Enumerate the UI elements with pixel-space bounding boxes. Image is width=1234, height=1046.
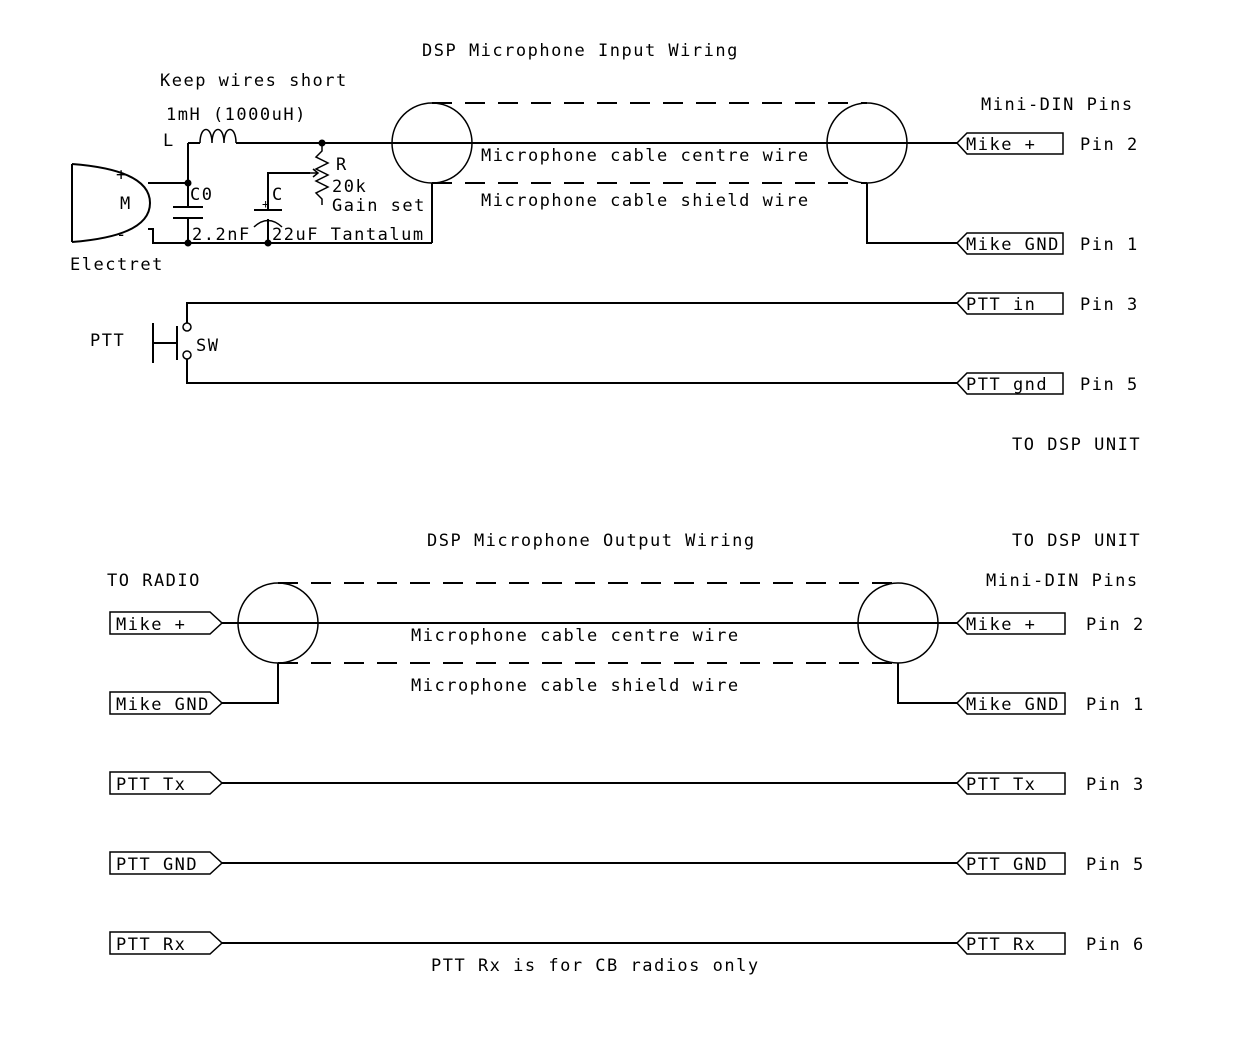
- connector-label: PTT Tx: [966, 775, 1036, 795]
- connector-label: Mike GND: [966, 695, 1060, 715]
- c-ref: C: [272, 185, 284, 205]
- r-desc: Gain set: [332, 196, 426, 216]
- ground-bus-wire: [148, 228, 432, 244]
- left-connector-ptt-tx: PTT Tx: [109, 771, 224, 795]
- input-pins-header: Mini-DIN Pins: [981, 95, 1134, 115]
- mic-ref: M: [120, 194, 132, 214]
- mic-type-label: Electret: [70, 255, 164, 275]
- ptt-gnd-wire: [186, 359, 957, 384]
- c-plus-label: +: [262, 197, 271, 211]
- potentiometer-r-symbol: [310, 143, 330, 205]
- capacitor-c-symbol: [253, 209, 283, 243]
- input-destination: TO DSP UNIT: [1012, 435, 1141, 455]
- pin-label: Pin 3: [1080, 295, 1139, 315]
- capacitor-c0-symbol: [173, 206, 203, 243]
- ptt-rx-note: PTT Rx is for CB radios only: [431, 956, 760, 976]
- keep-wires-short-note: Keep wires short: [160, 71, 348, 91]
- connector-label: PTT Tx: [116, 775, 186, 795]
- mic-minus-label: -: [116, 225, 128, 245]
- input-shield-wire-label: Microphone cable shield wire: [481, 191, 810, 211]
- connector-mike-plus: Mike +: [955, 132, 1064, 155]
- pin-label: Pin 6: [1086, 935, 1145, 955]
- output-title: DSP Microphone Output Wiring: [427, 531, 756, 551]
- connector-label: PTT GND: [966, 855, 1048, 875]
- right-connector-ptt-gnd: PTT GND: [955, 852, 1066, 875]
- r-value: 20k: [332, 177, 367, 197]
- inductor-ref: L: [163, 131, 175, 151]
- pin-label: Pin 5: [1086, 855, 1145, 875]
- ptt-label: PTT: [90, 331, 125, 351]
- pin-label: Pin 3: [1086, 775, 1145, 795]
- output-pins-header: Mini-DIN Pins: [986, 571, 1139, 591]
- connector-mike-gnd: Mike GND: [955, 232, 1064, 255]
- connector-ptt-in: PTT in: [955, 292, 1064, 315]
- connector-label: Mike +: [116, 615, 186, 635]
- left-connector-mike-gnd: Mike GND: [109, 691, 224, 715]
- connector-label: Mike +: [966, 135, 1036, 155]
- right-connector-ptt-tx: PTT Tx: [955, 772, 1066, 795]
- output-left-destination: TO RADIO: [107, 571, 201, 591]
- wiper-wire: [267, 172, 310, 209]
- sw-ref: SW: [196, 336, 219, 356]
- input-title: DSP Microphone Input Wiring: [422, 41, 739, 61]
- inductor-value: 1mH (1000uH): [166, 105, 307, 125]
- pin-label: Pin 2: [1080, 135, 1139, 155]
- right-connector-mike-gnd: Mike GND: [955, 692, 1066, 715]
- output-centre-wire-label: Microphone cable centre wire: [411, 626, 740, 646]
- electret-microphone-symbol: [71, 163, 152, 243]
- pin-label: Pin 5: [1080, 375, 1139, 395]
- right-connector-mike-plus: Mike +: [955, 612, 1066, 635]
- connector-label: PTT in: [966, 295, 1036, 315]
- connector-label: Mike +: [966, 615, 1036, 635]
- connector-label: PTT GND: [116, 855, 198, 875]
- left-shield-to-gnd-wire: [222, 663, 279, 704]
- r-ref: R: [336, 155, 348, 175]
- pin-label: Pin 2: [1086, 615, 1145, 635]
- connector-label: PTT gnd: [966, 375, 1048, 395]
- connector-ptt-gnd: PTT gnd: [955, 372, 1064, 395]
- right-connector-ptt-rx: PTT Rx: [955, 932, 1066, 955]
- connector-label: Mike GND: [966, 235, 1060, 255]
- connector-label: PTT Rx: [966, 935, 1036, 955]
- pin-label: Pin 1: [1080, 235, 1139, 255]
- shield-to-gnd-wire: [866, 183, 957, 244]
- inductor-symbol: [199, 128, 237, 144]
- c-value: 22uF Tantalum: [272, 225, 425, 245]
- junction-dot: [264, 239, 272, 247]
- ptt-in-wire: [186, 302, 957, 323]
- junction-dot: [184, 179, 192, 187]
- junction-dot: [184, 239, 192, 247]
- c0-ref: C0: [190, 185, 213, 205]
- mic-plus-label: +: [116, 165, 128, 185]
- output-right-destination: TO DSP UNIT: [1012, 531, 1141, 551]
- left-connector-ptt-gnd: PTT GND: [109, 851, 224, 875]
- input-centre-wire-label: Microphone cable centre wire: [481, 146, 810, 166]
- left-connector-mike-plus: Mike +: [109, 611, 224, 635]
- connector-label: PTT Rx: [116, 935, 186, 955]
- right-shield-to-gnd-wire: [897, 663, 957, 704]
- c0-value: 2.2nF: [192, 225, 251, 245]
- ptt-switch-symbol: [152, 322, 192, 363]
- left-connector-ptt-rx: PTT Rx: [109, 931, 224, 955]
- output-shield-wire-label: Microphone cable shield wire: [411, 676, 740, 696]
- connector-label: Mike GND: [116, 695, 210, 715]
- pin-label: Pin 1: [1086, 695, 1145, 715]
